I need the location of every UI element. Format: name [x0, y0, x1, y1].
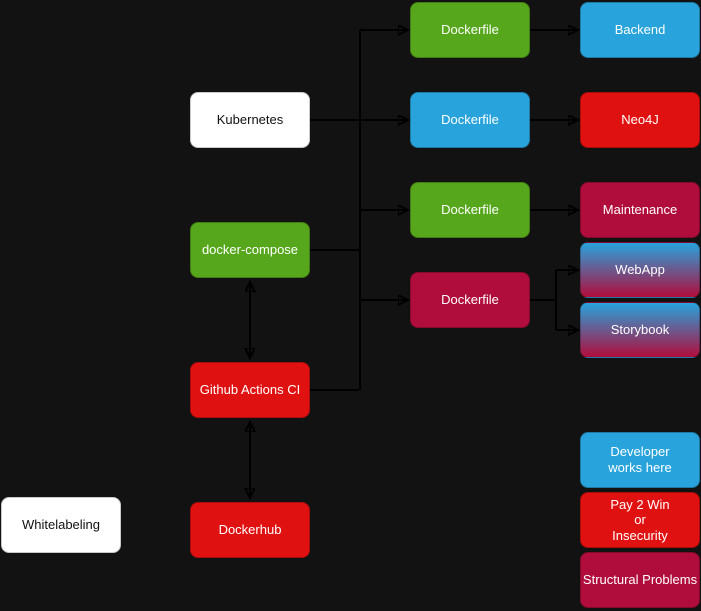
legend-line: Pay 2 Win	[610, 496, 670, 512]
node-dockerfile-backend: Dockerfile	[410, 2, 530, 58]
legend-pay-2-win-or-insecurity: Pay 2 Win or Insecurity	[580, 492, 700, 548]
legend-line: or	[634, 512, 646, 528]
legend-line: Insecurity	[612, 527, 668, 543]
node-label: Neo4J	[621, 112, 659, 128]
edge-dockerfile4-split	[530, 270, 557, 330]
node-label: Dockerfile	[441, 22, 499, 38]
legend-line: Structural Problems	[582, 572, 698, 588]
node-kubernetes: Kubernetes	[190, 92, 310, 148]
node-label: Maintenance	[602, 202, 678, 218]
node-dockerhub: Dockerhub	[190, 502, 310, 558]
legend-line: works here	[608, 460, 672, 475]
node-label: Storybook	[610, 322, 670, 338]
node-label: WebApp	[615, 262, 665, 278]
node-label: Dockerfile	[441, 292, 499, 308]
node-dockerfile-maintenance: Dockerfile	[410, 182, 530, 238]
node-neo4j: Neo4J	[580, 92, 700, 148]
legend-developer-works-here: Developer works here	[580, 432, 700, 488]
node-label: Whitelabeling	[21, 517, 101, 533]
node-label: Dockerfile	[441, 202, 499, 218]
node-webapp: WebApp	[580, 242, 700, 298]
node-label: Backend	[614, 22, 666, 38]
legend-structural-problems: Structural Problems	[580, 552, 700, 608]
node-label: Dockerhub	[218, 522, 282, 538]
node-label: Github Actions CI	[199, 382, 301, 398]
node-github-actions-ci: Github Actions CI	[190, 362, 310, 418]
node-maintenance: Maintenance	[580, 182, 700, 238]
node-backend: Backend	[580, 2, 700, 58]
node-label: Kubernetes	[216, 112, 284, 128]
node-label: Dockerfile	[441, 112, 499, 128]
node-dockerfile-webapp: Dockerfile	[410, 272, 530, 328]
node-whitelabeling: Whitelabeling	[1, 497, 121, 553]
node-storybook: Storybook	[580, 302, 700, 358]
node-label: docker-compose	[201, 242, 299, 258]
legend-line: Developer	[610, 444, 670, 460]
node-docker-compose: docker-compose	[190, 222, 310, 278]
node-dockerfile-neo4j: Dockerfile	[410, 92, 530, 148]
